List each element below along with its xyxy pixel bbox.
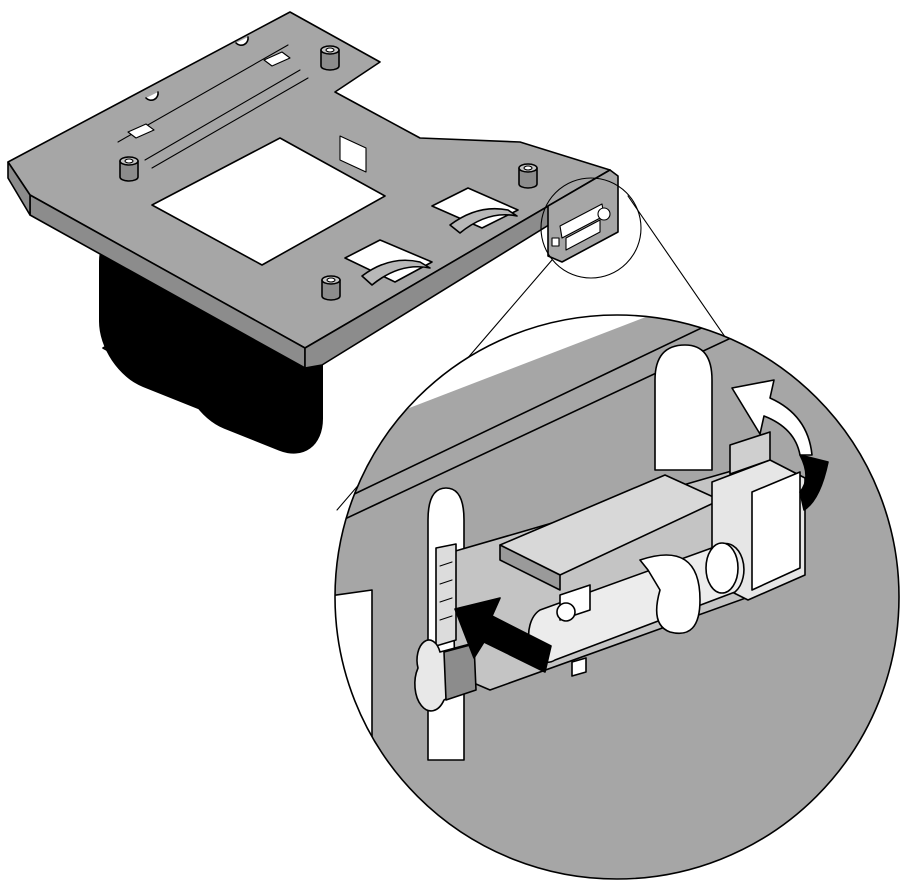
bracket-left-lip	[7, 161, 31, 216]
latch-housing-inner	[729, 431, 771, 475]
latch-housing-front	[751, 471, 801, 591]
latch-rivet	[556, 602, 576, 622]
latch-spring-ridges	[439, 561, 453, 621]
zoom-slot-right	[654, 344, 713, 471]
standoff-3	[518, 163, 538, 189]
zoom-circle-outline	[334, 314, 900, 880]
latch-peg	[571, 657, 587, 677]
tray-bracket	[7, 11, 619, 454]
cutout-small-1	[263, 51, 291, 67]
arrow-rotate-tail	[799, 454, 829, 511]
edge-notch-2	[145, 91, 159, 102]
latch-spring-plate	[435, 543, 457, 647]
arrow-push-icon	[454, 597, 552, 673]
standoff-4	[321, 275, 341, 301]
spring-tab-2	[431, 187, 519, 234]
center-window-tab	[339, 135, 367, 173]
standoff-1	[320, 45, 340, 71]
zoom-lower-left	[335, 589, 373, 879]
center-window	[151, 137, 386, 266]
arrow-rotate-icon	[731, 379, 813, 456]
cutout-small-2	[127, 123, 155, 139]
zoom-fold-edge	[335, 315, 761, 521]
rail-slot-upper	[144, 69, 309, 169]
push-button-face	[443, 643, 477, 701]
latch-clip-loop	[639, 554, 701, 635]
zoom-detail	[334, 314, 900, 880]
edge-notch-1	[235, 36, 249, 47]
standoff-2	[119, 156, 139, 182]
spring-tab-1	[344, 239, 433, 286]
latch-pin-end	[705, 542, 739, 594]
latch-mini	[551, 203, 611, 251]
magnifier-small	[540, 177, 642, 279]
latch-top-bar-side	[499, 544, 561, 591]
